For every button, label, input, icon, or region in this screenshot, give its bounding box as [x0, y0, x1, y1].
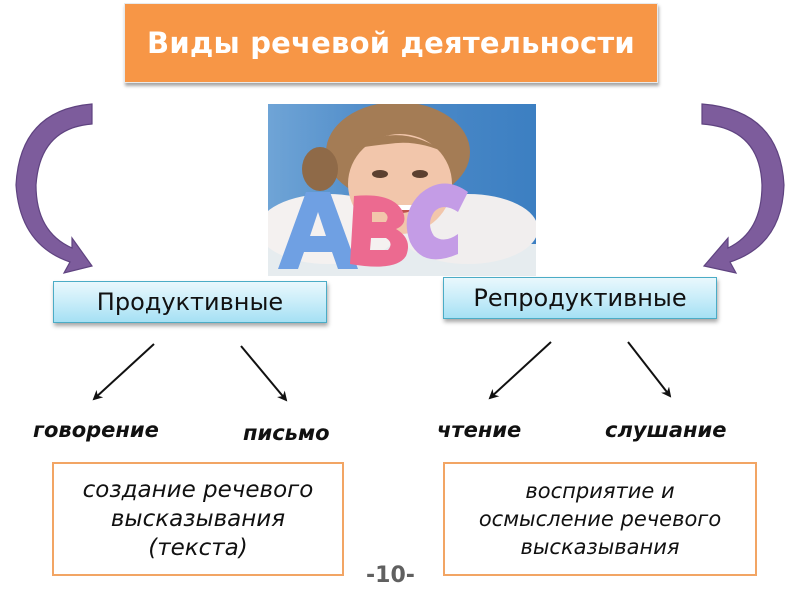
arrow-to-speaking-icon	[92, 343, 155, 401]
description-productive-line: создание речевого	[82, 476, 314, 503]
arrow-to-listening-icon	[627, 341, 672, 398]
title-banner: Виды речевой деятельности	[124, 3, 658, 83]
category-reproductive-label: Репродуктивные	[473, 284, 687, 312]
title-text: Виды речевой деятельности	[147, 26, 635, 60]
activity-listening: слушание	[605, 418, 727, 442]
curved-arrow-left-icon	[15, 103, 94, 274]
description-reproductive: восприятие и осмысление речевого высказы…	[443, 462, 757, 576]
category-reproductive: Репродуктивные	[443, 277, 717, 319]
activity-speaking: говорение	[33, 418, 159, 442]
arrow-to-reading-icon	[488, 341, 552, 400]
description-productive: создание речевого высказывания (текста)	[52, 462, 344, 576]
child-abc-photo	[268, 104, 536, 276]
description-productive-line: (текста)	[148, 534, 248, 561]
category-productive: Продуктивные	[53, 281, 327, 323]
activity-writing: письмо	[243, 421, 330, 445]
category-productive-label: Продуктивные	[96, 288, 284, 316]
arrow-to-writing-icon	[240, 345, 288, 402]
page-number: -10-	[366, 563, 415, 588]
description-productive-line: высказывания	[110, 505, 286, 532]
curved-arrow-right-icon	[701, 103, 785, 274]
description-reproductive-line: восприятие и	[525, 479, 675, 503]
description-reproductive-line: осмысление речевого	[478, 507, 722, 531]
activity-reading: чтение	[437, 418, 522, 442]
description-reproductive-line: высказывания	[520, 535, 680, 559]
